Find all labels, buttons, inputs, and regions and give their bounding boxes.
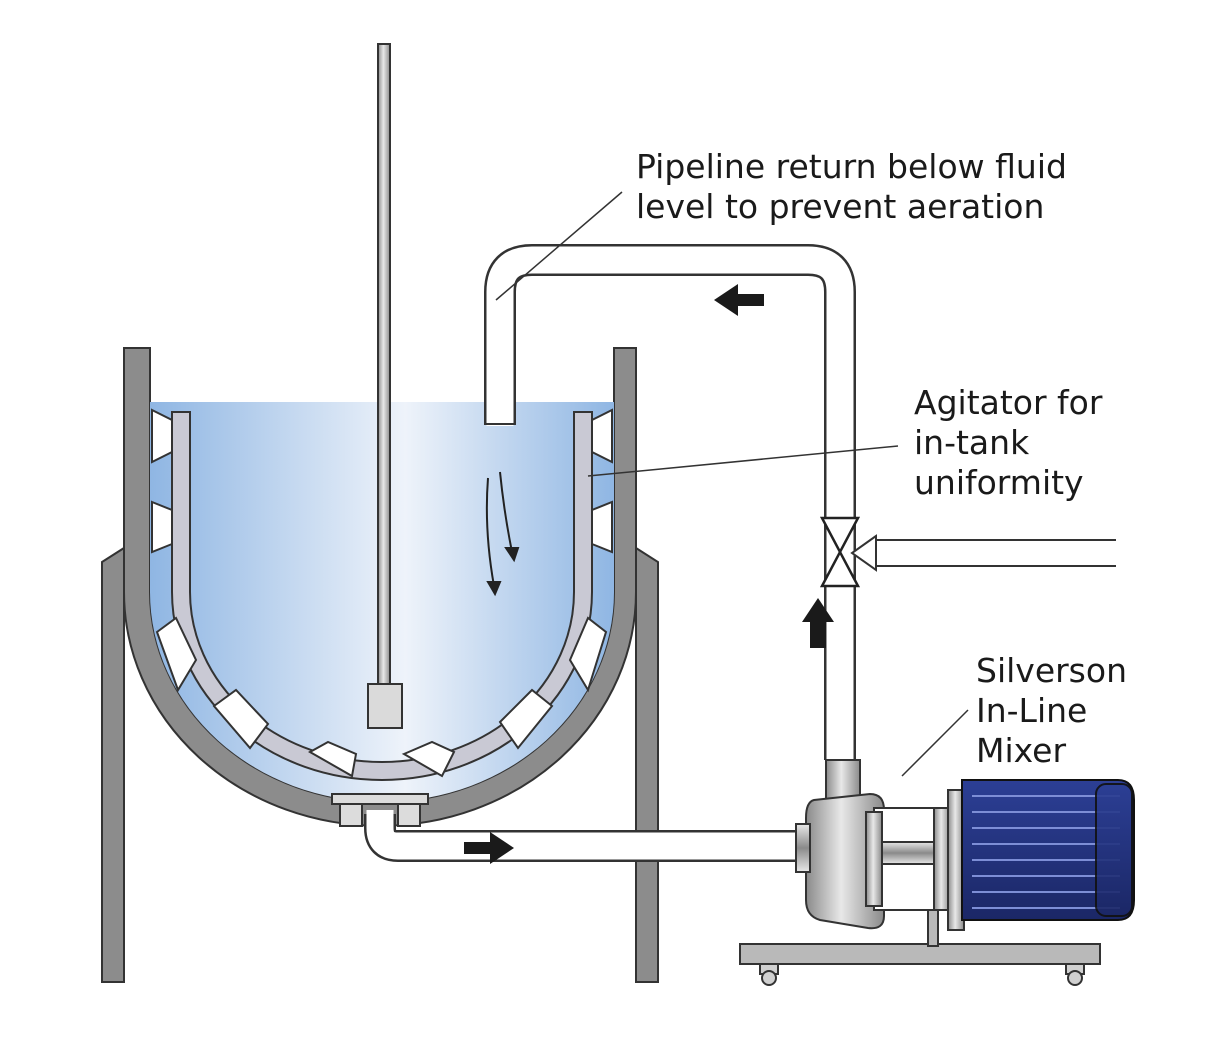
supply-pipeline bbox=[364, 810, 802, 864]
mixer-outlet-neck bbox=[825, 759, 861, 801]
stand-leg-right bbox=[635, 546, 659, 983]
leader-pipeline-return bbox=[495, 191, 623, 301]
motor-icon bbox=[947, 779, 1135, 931]
agitator-shaft bbox=[377, 43, 391, 685]
label-agitator-line1: Agitator for bbox=[914, 383, 1103, 422]
baffle bbox=[498, 688, 554, 750]
label-mixer-line2: In-Line bbox=[976, 691, 1087, 730]
agitator bbox=[367, 43, 403, 729]
bottom-outlet bbox=[331, 793, 429, 827]
label-mixer-line3: Mixer bbox=[976, 731, 1066, 770]
baffle bbox=[151, 500, 173, 554]
mixer-base bbox=[739, 943, 1101, 965]
mixer-inlet-flange bbox=[795, 823, 811, 873]
mixer-shaft bbox=[873, 841, 943, 865]
baffle bbox=[591, 408, 613, 464]
valve-top bbox=[819, 516, 861, 555]
stand-leg-left bbox=[101, 546, 125, 983]
valve-icon bbox=[819, 516, 861, 588]
return-pipeline bbox=[484, 244, 856, 762]
baffle bbox=[568, 616, 608, 693]
supply-pipe-body bbox=[366, 810, 802, 860]
agitator-head bbox=[367, 683, 403, 729]
mixer-base-post bbox=[927, 907, 939, 947]
baffle bbox=[401, 740, 456, 778]
label-agitator-line2: in-tank bbox=[914, 423, 1030, 462]
swirl-line bbox=[485, 477, 495, 587]
motor-body bbox=[961, 779, 1135, 921]
feed-pipe bbox=[875, 539, 1116, 567]
motor-end-cap bbox=[1095, 783, 1133, 917]
arrow-icon bbox=[802, 598, 834, 648]
labels: Pipeline return below fluid level to pre… bbox=[636, 147, 1127, 770]
baffle bbox=[591, 500, 613, 554]
mixer-pump-head bbox=[805, 792, 885, 930]
valve-bottom bbox=[819, 549, 861, 588]
arrow-icon bbox=[714, 284, 764, 316]
leader-agitator bbox=[587, 445, 899, 477]
leader-mixer bbox=[901, 709, 969, 777]
arrow-icon bbox=[486, 581, 502, 597]
feed-pipe-cap bbox=[850, 534, 877, 572]
label-agitator-line3: uniformity bbox=[914, 463, 1084, 502]
jacket-baffles bbox=[151, 408, 613, 778]
arrow-icon bbox=[464, 832, 514, 864]
baffle bbox=[307, 740, 358, 778]
coupling-bar bbox=[865, 811, 883, 907]
swirl-line bbox=[499, 471, 513, 553]
baffle bbox=[151, 408, 173, 464]
inline-mixer bbox=[739, 759, 1135, 986]
feed-inlet bbox=[819, 516, 1116, 588]
outlet-flange bbox=[331, 793, 429, 805]
leader-lines bbox=[495, 191, 969, 777]
tank-stand bbox=[101, 546, 659, 983]
tank-inner-wall bbox=[171, 411, 593, 781]
pipe-body bbox=[486, 246, 854, 762]
wheel bbox=[761, 970, 777, 986]
wheel bbox=[1067, 970, 1083, 986]
arrow-icon bbox=[504, 547, 520, 563]
baffle bbox=[155, 616, 198, 693]
mixer-feet bbox=[759, 963, 1085, 986]
flow-swirl bbox=[485, 471, 520, 597]
label-mixer-line1: Silverson bbox=[976, 651, 1127, 690]
baffle bbox=[212, 688, 270, 750]
label-pipeline-return-line1: Pipeline return below fluid bbox=[636, 147, 1067, 186]
label-pipeline-return-line2: level to prevent aeration bbox=[636, 187, 1044, 226]
